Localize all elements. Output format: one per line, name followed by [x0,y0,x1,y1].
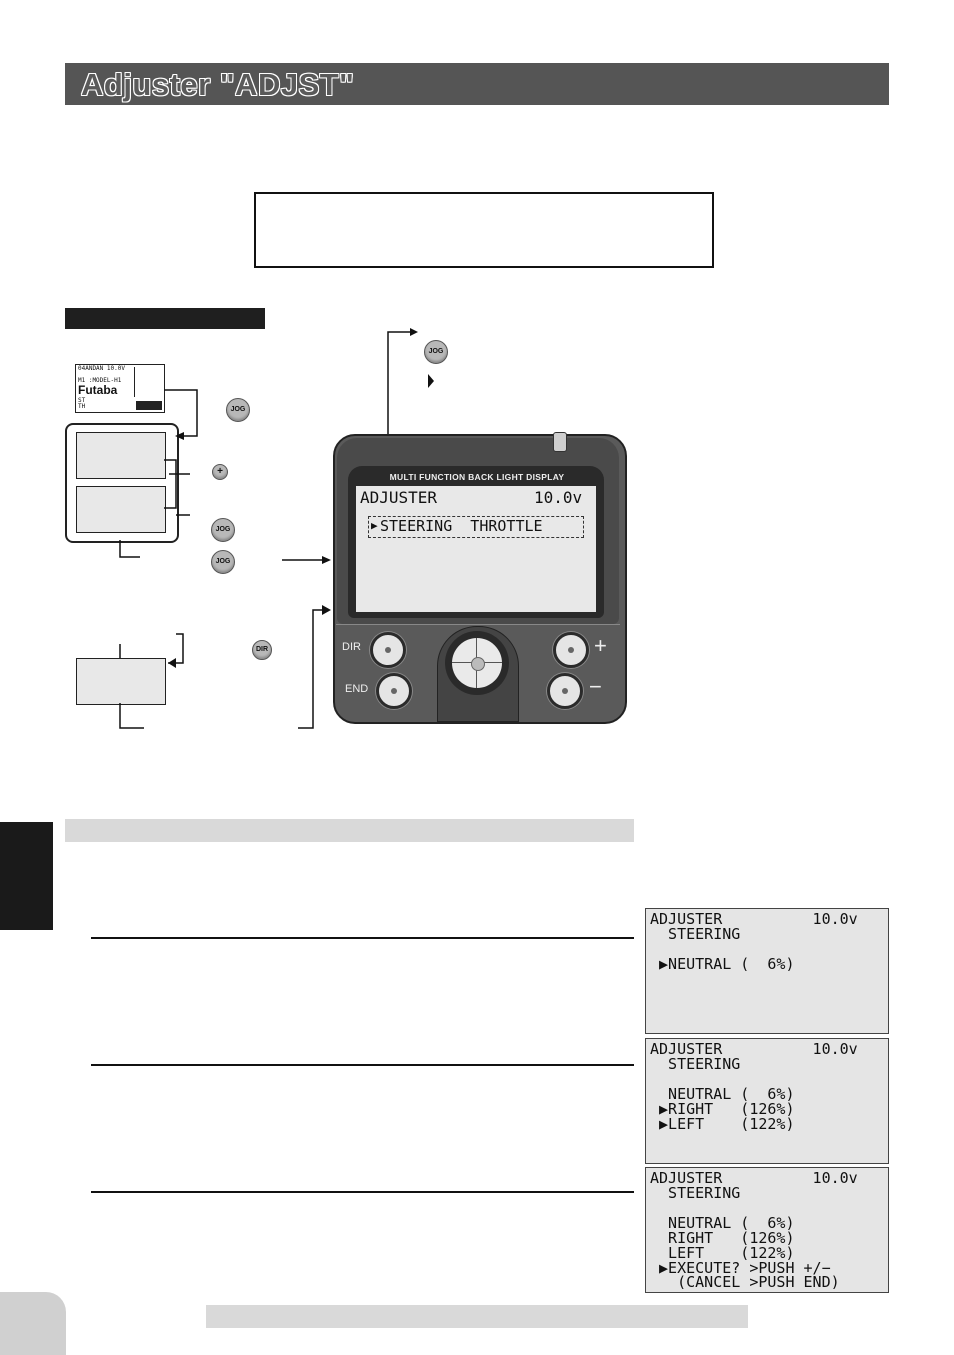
home-screen-line2: M1 :MODEL-H1 [78,377,122,384]
device-screen-voltage: 10.0v [534,488,583,507]
jog-button-icon: JOG [211,550,235,574]
device-screen-selection [368,516,584,538]
lcd-screen-step2: ADJUSTER 10.0v STEERING NEUTRAL ( 6%) ▶R… [645,1038,889,1164]
step-divider [91,1064,634,1066]
device-screen-cursor-icon: ▶ [371,519,378,532]
multi-function-display-label: MULTI FUNCTION BACK LIGHT DISPLAY [389,472,565,482]
setting-section-bar [65,819,634,842]
menu-screen-1 [76,432,166,479]
note-box [254,192,714,268]
dir-button[interactable] [370,632,406,668]
lcd-line: STEERING [650,1184,741,1202]
lcd-line: ▶EXECUTE? >PUSH +/− [650,1259,831,1277]
jog-button-icon: JOG [211,518,235,542]
lcd-line: NEUTRAL ( 6%) [650,1214,795,1232]
minus-label: − [589,674,602,699]
jog-center [471,657,485,671]
lcd-line: LEFT (122%) [650,1244,795,1262]
home-screen-brand: Futaba [78,383,118,397]
plus-label: + [594,633,607,658]
step-divider [91,1191,634,1193]
end-button[interactable] [376,673,412,709]
jog-dial[interactable] [445,631,509,695]
lcd-line: ADJUSTER 10.0v [650,1169,858,1187]
home-screen-st: ST [78,397,86,404]
adjuster-screen-thumbnail [76,658,166,705]
lcd-line: ▶RIGHT (126%) [650,1100,795,1118]
step-divider [91,937,634,939]
chapter-side-tab [0,822,53,930]
device-screen-title: ADJUSTER [360,488,438,507]
home-screen-divider [134,367,135,397]
lcd-line: STEERING [650,1055,741,1073]
lcd-line: (CANCEL >PUSH END) [650,1273,840,1291]
dir-button-icon: DIR [252,640,272,660]
lcd-screen-step1: ADJUSTER 10.0v STEERING ▶NEUTRAL ( 6%) [645,908,889,1034]
page-title: Adjuster "ADJST" [81,67,355,102]
lcd-line: ADJUSTER 10.0v [650,1040,858,1058]
device-lcd-screen: ADJUSTER 10.0v ▶ STEERING THROTTLE [356,486,596,612]
led-indicator [553,432,567,452]
home-screen-line1: 04ANDAN 10.0V [78,365,125,372]
jog-button-icon: JOG [226,398,250,422]
device-screen-channel-row: STEERING THROTTLE [380,517,543,535]
home-screen-thumbnail: 04ANDAN 10.0V M1 :MODEL-H1 Futaba ST TH [75,364,165,413]
menu-screen-2 [76,486,166,533]
title-bar: Adjuster "ADJST" [65,63,889,105]
footer-bar [206,1305,748,1328]
lcd-line: RIGHT (126%) [650,1229,795,1247]
lcd-line: STEERING [650,925,741,943]
lcd-screen-step3: ADJUSTER 10.0v STEERING NEUTRAL ( 6%) RI… [645,1167,889,1293]
end-label: END [345,683,369,695]
dir-label: DIR [342,641,361,653]
lcd-line: ▶LEFT (122%) [650,1115,795,1133]
lcd-line: ▶NEUTRAL ( 6%) [650,955,795,973]
home-screen-th: TH [78,403,86,410]
jog-button-icon: JOG [424,340,448,364]
jog-dial-face [452,638,502,688]
minus-button[interactable] [547,673,583,709]
section-header-bar [65,308,265,329]
bottom-panel-divider [336,624,620,625]
plus-button-icon: + [212,464,228,480]
lcd-line: ADJUSTER 10.0v [650,910,858,928]
page-number-tab [0,1292,66,1355]
home-screen-indicator [136,401,162,410]
lcd-line: NEUTRAL ( 6%) [650,1085,795,1103]
plus-button[interactable] [553,632,589,668]
